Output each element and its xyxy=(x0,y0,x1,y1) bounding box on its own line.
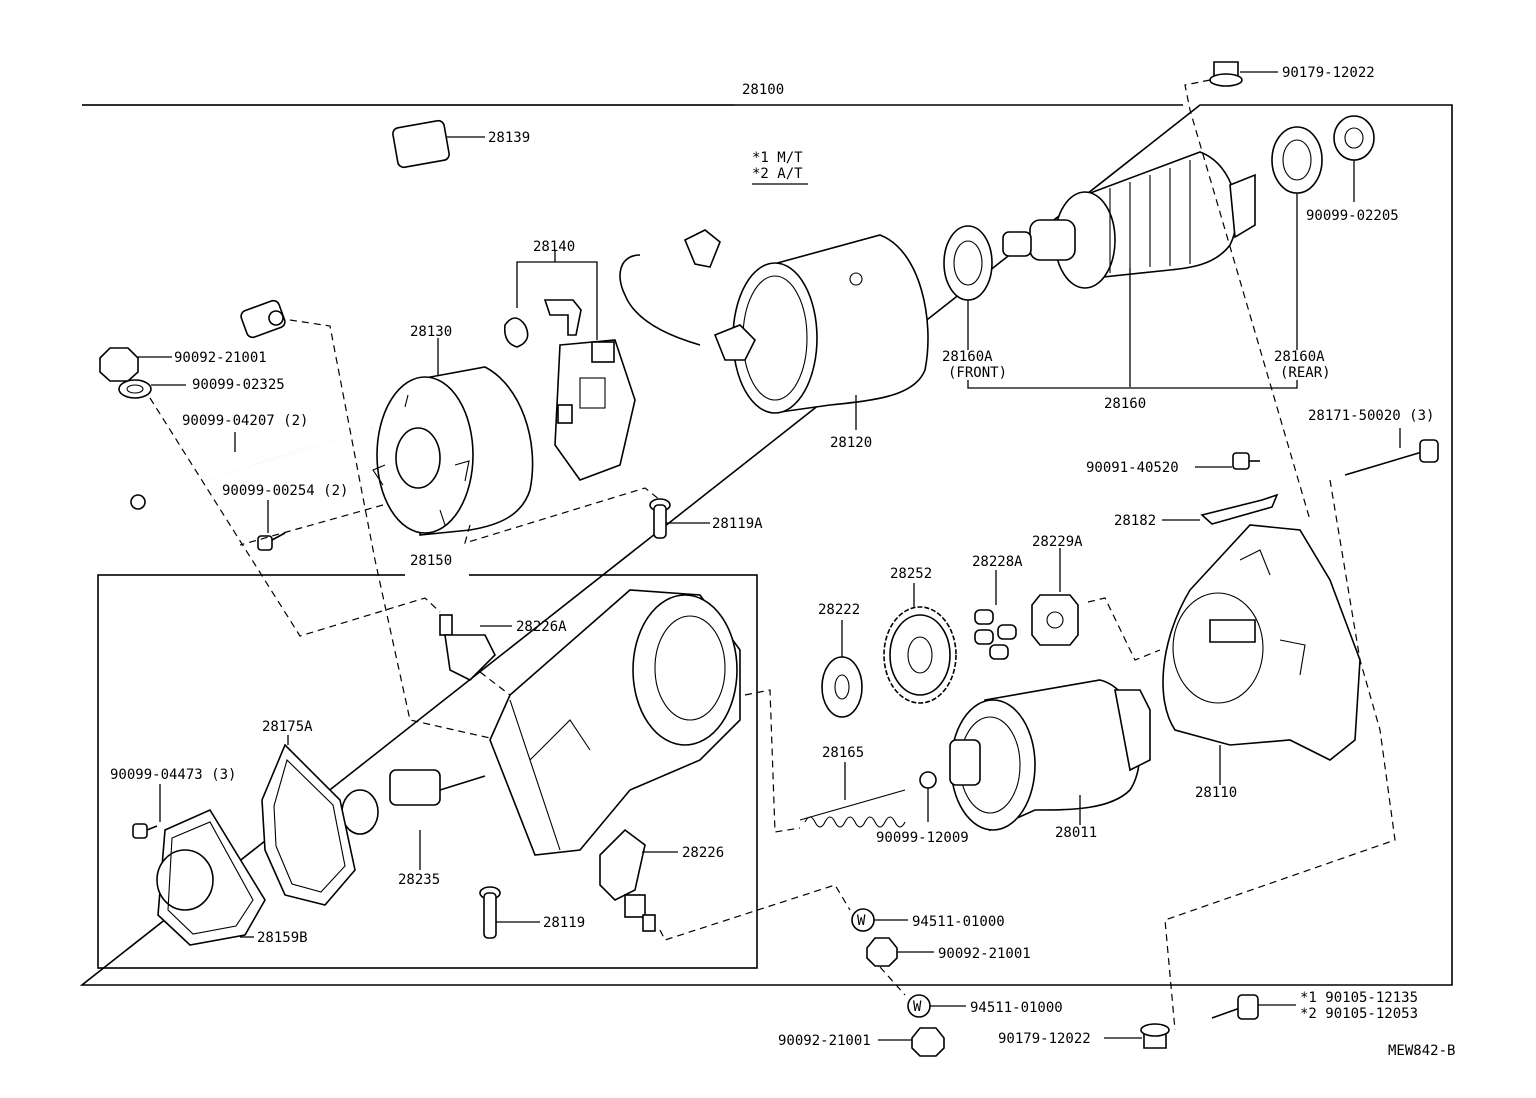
callout-28160a-front-note: (FRONT) xyxy=(948,365,1007,381)
stud-28119a xyxy=(649,498,710,539)
through-bolt-90099-04207 xyxy=(130,427,373,510)
callout-28252: 28252 xyxy=(890,566,932,582)
sub-assembly-28150-label: 28150 xyxy=(410,553,452,569)
callout-90099-04207: 90099-04207 (2) xyxy=(182,413,308,429)
bearing-28160a-front xyxy=(943,225,993,350)
assembly-guide-lines xyxy=(149,319,1396,1031)
lead-wire-28139 xyxy=(210,119,450,339)
callout-28160a-front: 28160A xyxy=(942,349,993,365)
spring-28165 xyxy=(799,762,906,828)
nut-90092-21001-middle xyxy=(866,937,934,967)
callout-90099-12009: 90099-12009 xyxy=(876,830,969,846)
callout-90179-top: 90179-12022 xyxy=(1282,65,1375,81)
contact-28226a xyxy=(439,614,512,681)
transmission-legend: *1 M/T *2 A/T xyxy=(752,150,808,185)
plunger-28235 xyxy=(341,769,486,870)
callout-90105-mt: *1 90105-12135 xyxy=(1300,990,1418,1006)
callout-28226a: 28226A xyxy=(516,619,567,635)
retainer-28229a xyxy=(1031,548,1079,646)
callout-28160a-rear: 28160A xyxy=(1274,349,1325,365)
callout-28120: 28120 xyxy=(830,435,872,451)
callout-90105-at: *2 90105-12053 xyxy=(1300,1006,1418,1022)
screw-90099-00254 xyxy=(257,500,286,551)
callout-28160: 28160 xyxy=(1104,396,1146,412)
callout-28229a: 28229A xyxy=(1032,534,1083,550)
magnetic-switch-housing xyxy=(489,589,741,856)
callout-28235: 28235 xyxy=(398,872,440,888)
bolt-90105 xyxy=(1211,994,1296,1020)
washer-90099-02325 xyxy=(118,379,186,399)
washer-94511-01000-a: W xyxy=(851,908,908,932)
callout-90099-02325: 90099-02325 xyxy=(192,377,285,393)
callout-28171: 28171-50020 (3) xyxy=(1308,408,1434,424)
callout-28182: 28182 xyxy=(1114,513,1156,529)
callout-28140: 28140 xyxy=(533,239,575,255)
callout-28160a-rear-note: (REAR) xyxy=(1280,365,1331,381)
armature-28160 xyxy=(1002,151,1256,387)
cap-nut-90179-top xyxy=(1209,61,1278,87)
brush-holder-28140 xyxy=(503,251,636,481)
bolt-90091-40520 xyxy=(1195,452,1260,470)
nut-90092-21001-left xyxy=(99,347,172,382)
bolt-28171-50020 xyxy=(1344,428,1439,476)
callout-90099-02205: 90099-02205 xyxy=(1306,208,1399,224)
callout-28139: 28139 xyxy=(488,130,530,146)
ball-90099-12009 xyxy=(919,771,937,822)
callout-28119: 28119 xyxy=(543,915,585,931)
terminal-28182 xyxy=(1162,493,1279,525)
yoke-28120 xyxy=(619,229,929,430)
callout-28228a: 28228A xyxy=(972,554,1023,570)
callout-90092-21001-bottom: 90092-21001 xyxy=(778,1033,871,1049)
washer-94511-01000-b: W xyxy=(907,994,966,1018)
figure-code: MEW842-B xyxy=(1388,1043,1455,1059)
callout-28165: 28165 xyxy=(822,745,864,761)
callout-28159b: 28159B xyxy=(257,930,308,946)
stud-28119 xyxy=(479,886,540,939)
callout-90092-21001-middle: 90092-21001 xyxy=(938,946,1031,962)
callout-28011: 28011 xyxy=(1055,825,1097,841)
callout-28130: 28130 xyxy=(410,324,452,340)
contact-28226 xyxy=(599,828,678,932)
callout-28175a: 28175A xyxy=(262,719,313,735)
callout-94511-01000-a: 94511-01000 xyxy=(912,914,1005,930)
washer-28222 xyxy=(821,620,863,718)
housing-28110 xyxy=(1162,524,1361,785)
callout-28110: 28110 xyxy=(1195,785,1237,801)
bracket-28160 xyxy=(967,380,1298,389)
callout-90091-40520: 90091-40520 xyxy=(1086,460,1179,476)
callout-90099-00254: 90099-00254 (2) xyxy=(222,483,348,499)
idler-gear-28252 xyxy=(883,583,957,704)
rollers-28228a xyxy=(974,570,1017,660)
washer-90099-02205 xyxy=(1333,115,1375,202)
end-frame-28130 xyxy=(372,338,534,536)
assembly-28100-label: 28100 xyxy=(742,82,784,98)
cover-28159b xyxy=(156,808,266,946)
callout-90179-bottom: 90179-12022 xyxy=(998,1031,1091,1047)
callout-28222: 28222 xyxy=(818,602,860,618)
clutch-28011 xyxy=(949,679,1151,832)
callout-90092-21001-left: 90092-21001 xyxy=(174,350,267,366)
bearing-28160a-rear xyxy=(1271,126,1323,350)
svg-text:*2 A/T: *2 A/T xyxy=(752,166,803,182)
nut-90092-21001-bottom xyxy=(878,1027,945,1057)
svg-text:W: W xyxy=(857,913,866,929)
screw-90099-04473 xyxy=(132,784,161,839)
cap-nut-90179-bottom xyxy=(1104,1023,1170,1049)
callout-90099-04473: 90099-04473 (3) xyxy=(110,767,236,783)
callout-28119a: 28119A xyxy=(712,516,763,532)
gasket-28175a xyxy=(261,735,356,906)
svg-text:*1 M/T: *1 M/T xyxy=(752,150,803,166)
callout-94511-01000-b: 94511-01000 xyxy=(970,1000,1063,1016)
callout-28226: 28226 xyxy=(682,845,724,861)
svg-text:W: W xyxy=(913,999,922,1015)
